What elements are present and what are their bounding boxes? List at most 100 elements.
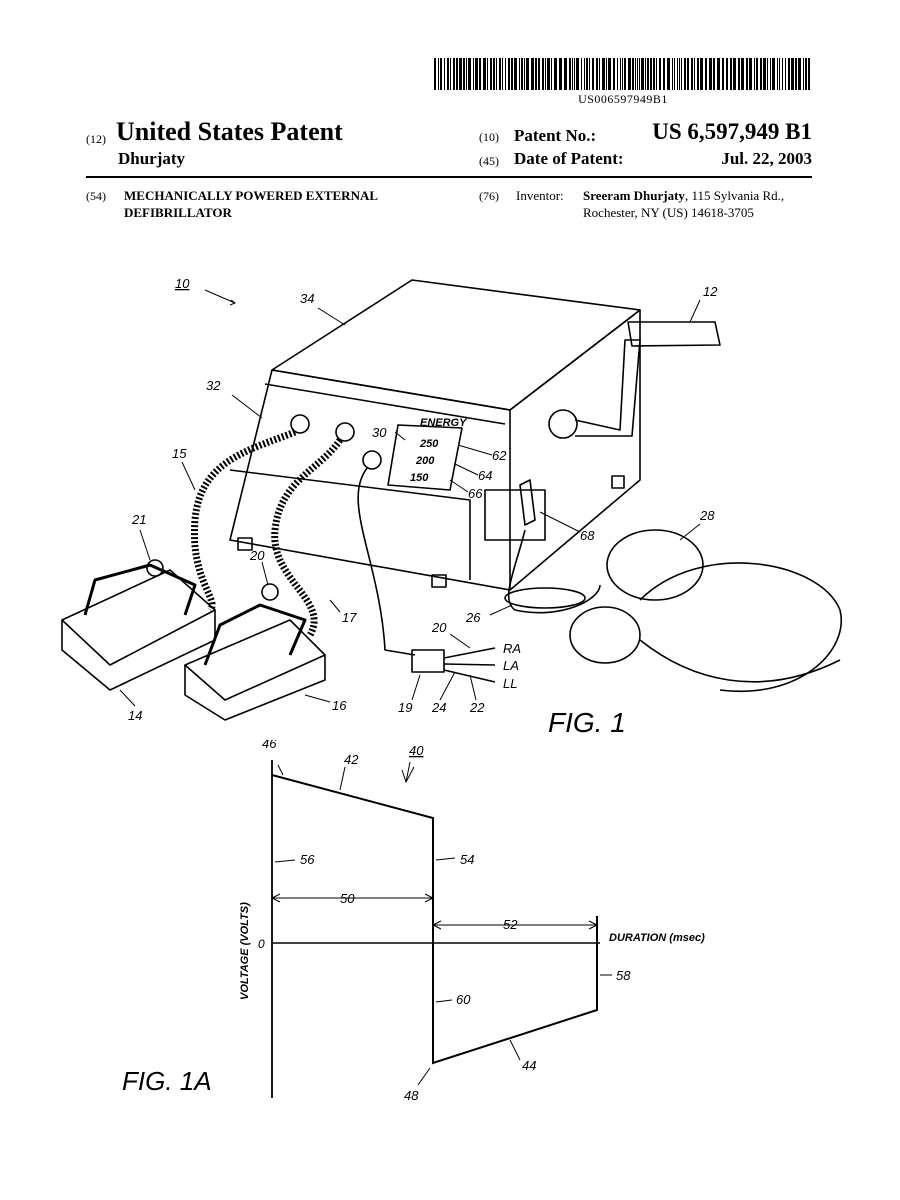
barcode-bar xyxy=(456,58,458,90)
barcode-bar xyxy=(777,58,778,90)
barcode-bar xyxy=(674,58,675,90)
barcode-bar xyxy=(554,58,557,90)
barcode-bar xyxy=(531,58,534,90)
barcode-bar xyxy=(805,58,807,90)
barcode-bar xyxy=(641,58,644,90)
barcode-bar xyxy=(475,58,478,90)
ref-56: 56 xyxy=(300,852,315,867)
barcode-bar xyxy=(447,58,449,90)
ref-66: 66 xyxy=(468,486,483,501)
date-code: (45) xyxy=(479,154,499,168)
barcode-bar xyxy=(681,58,682,90)
barcode-bar xyxy=(803,58,804,90)
patent-no-code: (10) xyxy=(479,130,499,144)
energy-level-150: 150 xyxy=(410,472,429,484)
barcode-bar xyxy=(632,58,634,90)
barcode-bar xyxy=(519,58,520,90)
barcode-bar xyxy=(606,58,607,90)
ecg-lead-cable xyxy=(357,466,416,656)
barcode-bar xyxy=(639,58,640,90)
barcode-bar xyxy=(613,58,615,90)
ref-44: 44 xyxy=(522,1058,536,1073)
energy-panel xyxy=(387,424,463,491)
barcode-bar xyxy=(749,58,752,90)
barcode-bar xyxy=(637,58,638,90)
title-code: (54) xyxy=(86,189,106,203)
barcode-bar xyxy=(499,58,501,90)
ref-17: 17 xyxy=(342,610,357,625)
inventor-label: Inventor: xyxy=(516,188,564,203)
barcode-bar xyxy=(438,58,439,90)
barcode-bar xyxy=(572,58,573,90)
barcode-bar xyxy=(679,58,680,90)
barcode-bar xyxy=(581,58,582,90)
ref-24: 24 xyxy=(431,700,446,715)
barcode-bar xyxy=(650,58,652,90)
fig1a-caption: FIG. 1A xyxy=(122,1066,212,1096)
fig1a-reference-numerals: 40 42 44 46 48 50 52 54 56 58 60 xyxy=(262,740,631,1103)
barcode xyxy=(434,58,810,90)
barcode-bar xyxy=(667,58,670,90)
inventor-name: Sreeram Dhurjaty xyxy=(583,188,685,203)
ref-26: 26 xyxy=(465,610,481,625)
barcode-number: US006597949B1 xyxy=(578,92,668,106)
barcode-bar xyxy=(622,58,623,90)
headset-earpiece-28 xyxy=(606,529,704,601)
barcode-bar xyxy=(505,58,506,90)
invention-title-line1: MECHANICALLY POWERED EXTERNAL xyxy=(124,188,379,203)
ref-60: 60 xyxy=(456,992,471,1007)
biphasic-waveform xyxy=(271,774,598,1065)
barcode-bar xyxy=(584,58,585,90)
barcode-bar xyxy=(586,58,588,90)
barcode-bar xyxy=(653,58,655,90)
side-switch-panel xyxy=(484,489,546,541)
headset-cable xyxy=(507,529,601,614)
ref-14: 14 xyxy=(128,708,142,723)
barcode-bar xyxy=(624,58,626,90)
barcode-bar xyxy=(608,58,611,90)
ref-22: 22 xyxy=(469,700,485,715)
ref-20a: 20 xyxy=(249,548,265,563)
barcode-bar xyxy=(663,58,665,90)
ref-48: 48 xyxy=(404,1088,419,1103)
barcode-bar xyxy=(733,58,736,90)
device-front-panel xyxy=(229,369,511,591)
fig1-drawing: ENERGY 250 200 150 RA LA LL 10 12 14 15 … xyxy=(61,276,843,738)
lead-ra: RA xyxy=(503,641,521,656)
energy-title: ENERGY xyxy=(420,417,468,429)
applicant-name: Dhurjaty xyxy=(118,149,186,168)
barcode-bar xyxy=(514,58,517,90)
barcode-bar xyxy=(440,58,442,90)
barcode-bar xyxy=(713,58,715,90)
barcode-bar xyxy=(767,58,768,90)
device-top-panel xyxy=(271,279,641,411)
inventor-code: (76) xyxy=(479,189,499,203)
barcode-bar xyxy=(538,58,540,90)
energy-level-250: 250 xyxy=(419,438,439,450)
barcode-bar xyxy=(617,58,618,90)
barcode-bar xyxy=(434,58,436,90)
patent-number: US 6,597,949 B1 xyxy=(652,119,812,144)
ref-50: 50 xyxy=(340,891,355,906)
ref-64: 64 xyxy=(478,468,492,483)
barcode-bar xyxy=(599,58,600,90)
barcode-bar xyxy=(450,58,451,90)
barcode-bar xyxy=(635,58,636,90)
barcode-bar xyxy=(684,58,686,90)
barcode-bar xyxy=(705,58,707,90)
kind-code: (12) xyxy=(86,132,106,146)
barcode-bar xyxy=(697,58,699,90)
barcode-bar xyxy=(596,58,598,90)
barcode-bar xyxy=(574,58,575,90)
barcode-bar xyxy=(620,58,621,90)
energy-labels: ENERGY 250 200 150 xyxy=(410,417,468,484)
device-side-panel xyxy=(509,309,641,591)
barcode-bar xyxy=(791,58,794,90)
barcode-bar xyxy=(569,58,571,90)
barcode-bar xyxy=(788,58,790,90)
date-label: Date of Patent: xyxy=(514,149,624,168)
barcode-bar xyxy=(473,58,474,90)
ref-10: 10 xyxy=(175,276,190,291)
inventor-address-1: , 115 Sylvania Rd., xyxy=(684,188,785,203)
header-rule xyxy=(86,176,812,178)
